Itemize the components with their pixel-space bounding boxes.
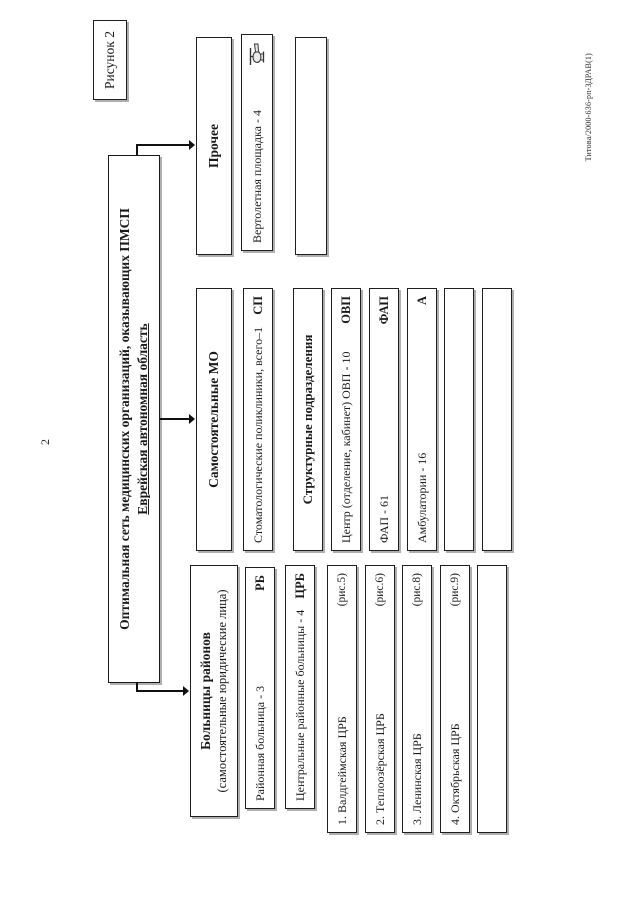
box-label: Стоматологические поликлиники, всего–1: [250, 326, 265, 543]
org-box-ambulatory: Амбулатории - 16 А: [407, 288, 437, 551]
title-line-2: Еврейская автономная область: [135, 323, 150, 515]
box-label: 2. Теплоозёрская ЦРБ: [372, 713, 387, 825]
box-note: (рис.5): [336, 573, 348, 607]
org-title-box: Оптимальная сеть медицинских организаций…: [108, 155, 160, 683]
org-box-empty: [477, 565, 507, 833]
box-abbr: СП: [250, 296, 265, 315]
box-label: Структурные подразделения: [300, 334, 315, 505]
branch-header-other: Прочее: [196, 37, 232, 255]
connector-line: [136, 690, 184, 692]
box-label: Вертолетная площадка - 4: [249, 110, 264, 243]
box-label: Центральные районные больницы - 4: [292, 609, 307, 801]
box-label: ФАП - 61: [376, 494, 391, 543]
connector-line: [160, 418, 190, 420]
box-note: (рис.6): [374, 573, 386, 607]
title-line-1: Оптимальная сеть медицинских организаций…: [116, 208, 132, 630]
box-label: 1. Валдгеймская ЦРБ: [334, 716, 349, 825]
org-box-dental: Стоматологические поликлиники, всего–1 С…: [243, 288, 273, 551]
box-abbr: РБ: [252, 575, 267, 591]
box-note: (рис.9): [449, 573, 461, 607]
figure-label-box: Рисунок 2: [93, 20, 127, 100]
arrow-down-icon: [189, 140, 195, 150]
org-box-valdgeym: 1. Валдгеймская ЦРБ (рис.5): [327, 565, 357, 833]
org-box-helipad: Вертолетная площадка - 4: [241, 34, 273, 251]
org-box-structural-units-label: Структурные подразделения: [293, 288, 323, 551]
helicopter-icon: [249, 43, 265, 65]
branch-header-independent: Самостоятельные МО: [196, 288, 232, 551]
org-box-teploozersk: 2. Теплоозёрская ЦРБ (рис.6): [365, 565, 395, 833]
org-box-district-hospital: Районная больница - 3 РБ: [245, 567, 275, 809]
box-label: 4. Октябрьская ЦРБ: [447, 723, 462, 825]
box-note: (рис.8): [411, 573, 423, 607]
hospitals-header-line1: Больницы районов: [198, 632, 214, 750]
box-abbr: ОВП: [338, 296, 353, 324]
box-label: Центр (отделение, кабинет) ОВП - 10: [338, 351, 353, 543]
box-label: Амбулатории - 16: [414, 452, 429, 543]
org-box-central-district-hospitals: Центральные районные больницы - 4 ЦРБ: [285, 565, 315, 809]
org-box-empty: [295, 37, 327, 255]
hospitals-header-line2: (самостоятельные юридические лица): [214, 589, 229, 793]
box-label: 3. Ленинская ЦРБ: [409, 733, 424, 825]
page-number: 2: [38, 439, 52, 445]
other-header: Прочее: [205, 124, 221, 169]
connector-line: [136, 144, 190, 146]
org-box-fap: ФАП - 61 ФАП: [369, 288, 399, 551]
arrow-down-icon: [183, 686, 189, 696]
org-box-ovp-center: Центр (отделение, кабинет) ОВП - 10 ОВП: [331, 288, 361, 551]
org-box-oktyabrsky: 4. Октябрьская ЦРБ (рис.9): [440, 565, 470, 833]
arrow-down-icon: [189, 414, 195, 424]
org-box-empty: [444, 288, 474, 551]
box-abbr: ЦРБ: [292, 573, 307, 599]
box-abbr: А: [414, 296, 429, 306]
org-box-leninskoye: 3. Ленинская ЦРБ (рис.8): [402, 565, 432, 833]
figure-label: Рисунок 2: [102, 31, 117, 89]
signature-note: Титова/2000-636-рп-ЗДРАВ(1): [584, 53, 593, 162]
org-box-empty: [482, 288, 512, 551]
independent-header: Самостоятельные МО: [205, 351, 221, 488]
box-label: Районная больница - 3: [252, 685, 267, 801]
branch-header-hospitals: Больницы районов (самостоятельные юридич…: [190, 565, 238, 817]
box-abbr: ФАП: [376, 296, 391, 325]
